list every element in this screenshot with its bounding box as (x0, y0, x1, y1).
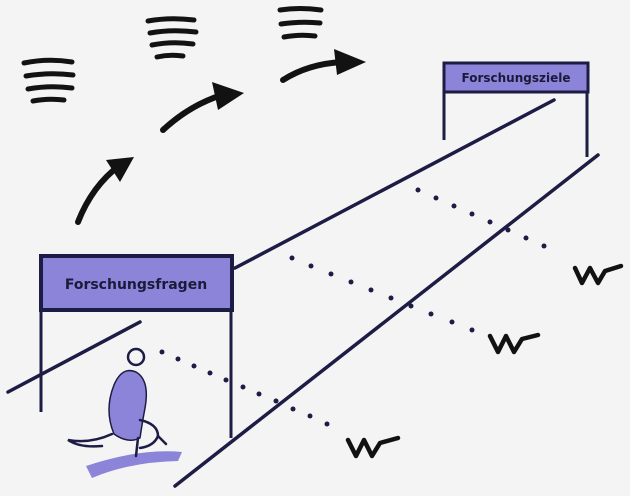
track-lanes (6, 98, 600, 488)
start-label: Forschungsfragen (65, 277, 207, 293)
scribble-lines-icon (21, 57, 76, 104)
arrow-icon (280, 49, 366, 83)
goal-gate (442, 92, 589, 157)
runner-icon (67, 347, 182, 478)
dotted-lane (289, 255, 475, 333)
goal-banner: Forschungsziele (442, 61, 590, 94)
squiggle-icon (345, 263, 624, 459)
start-banner: Forschungsfragen (39, 254, 234, 312)
start-gate (39, 310, 233, 438)
arrow-icon (75, 157, 134, 225)
dotted-lane (415, 187, 547, 249)
arrow-icon (160, 82, 244, 133)
scribble-lines-icon (145, 16, 199, 60)
dotted-lane (159, 349, 330, 427)
scribble-lines-icon (277, 6, 324, 40)
goal-label: Forschungsziele (462, 71, 571, 85)
